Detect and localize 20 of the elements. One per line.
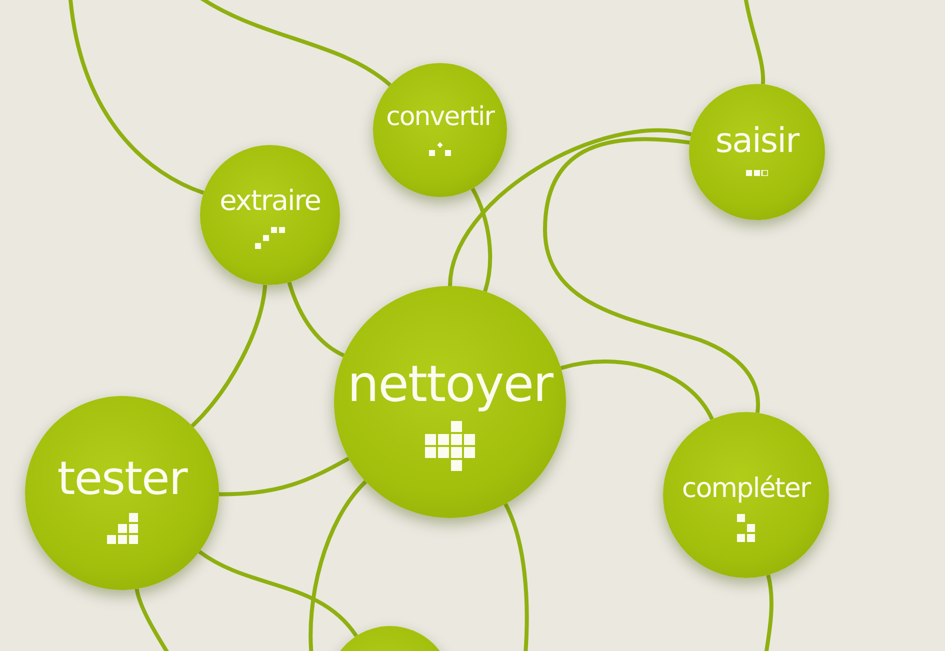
connector-line	[308, 480, 368, 651]
connector-line	[190, 284, 268, 428]
node-label: saisir	[715, 122, 799, 160]
connector-line	[198, 550, 358, 638]
connector-line	[504, 503, 529, 651]
node-label: compléter	[682, 473, 810, 504]
connector-line	[743, 0, 766, 84]
node-label: nettoyer	[347, 357, 553, 411]
connector-line	[543, 137, 760, 413]
node-label: convertir	[386, 102, 494, 132]
node-label: tester	[57, 453, 187, 503]
node-label: extraire	[220, 185, 320, 217]
connector-line	[218, 456, 350, 496]
connector-line	[470, 188, 492, 292]
connector-line	[287, 282, 345, 358]
circle-node	[373, 63, 507, 197]
connector-line	[68, 0, 204, 195]
connector-line	[448, 128, 692, 286]
connector-line	[763, 574, 774, 651]
connector-line	[560, 360, 714, 420]
